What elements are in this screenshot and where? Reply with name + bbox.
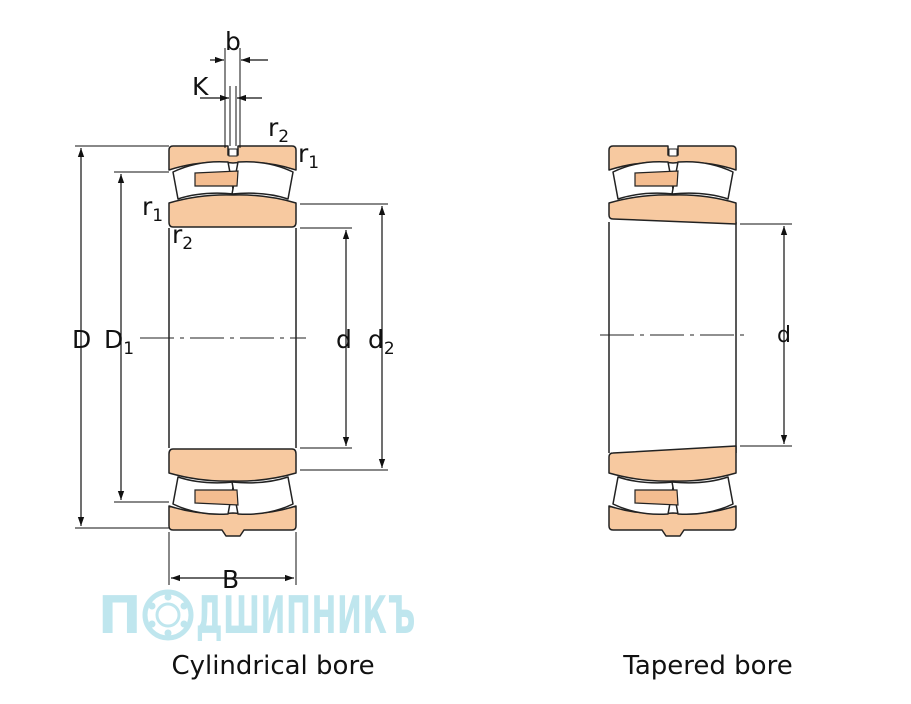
roller-right-top <box>231 160 294 200</box>
tapered-cage-top <box>634 170 679 187</box>
inner-ring-top <box>168 194 297 228</box>
tapered-cage-bottom <box>634 489 679 506</box>
roller-right-bottom <box>231 476 294 516</box>
tapered-top-section <box>608 145 737 225</box>
label-d2: d2 <box>368 325 395 359</box>
bearing-o-icon <box>142 589 194 641</box>
tapered-inner-ring-top <box>608 194 737 225</box>
label-K: K <box>192 72 209 101</box>
cage-bottom <box>194 489 239 506</box>
label-D: D <box>72 325 91 354</box>
label-r2-top: r2 <box>268 113 289 147</box>
tapered-label-d: d <box>777 323 791 348</box>
inner-ring-bottom <box>168 448 297 482</box>
label-r1-left: r1 <box>142 192 163 226</box>
tapered-roller-right-top <box>671 160 734 200</box>
top-section <box>168 145 297 228</box>
tapered-roller-right-bottom <box>671 476 734 516</box>
tapered-bearing: d <box>600 145 792 537</box>
label-r1-top: r1 <box>298 139 319 173</box>
label-B: B <box>222 565 239 594</box>
bottom-section <box>168 448 297 537</box>
tapered-inner-ring-bottom <box>608 445 737 482</box>
lubrication-hole-top <box>228 148 238 157</box>
cylindrical-bearing: b K r2 r1 r1 r2 D D1 d d2 B <box>72 27 395 594</box>
cage-top <box>194 170 239 187</box>
label-D1: D1 <box>104 325 134 359</box>
label-r2-left: r2 <box>172 220 193 254</box>
label-d: d <box>336 325 352 354</box>
caption-tapered-bore: Tapered bore <box>622 651 792 681</box>
logo-text-left: П <box>98 586 143 646</box>
logo-text-right: ДШИПНИКЪ <box>196 586 416 646</box>
caption-cylindrical-bore: Cylindrical bore <box>171 651 374 681</box>
podshipnik-logo: П ДШИПНИКЪ <box>98 586 416 646</box>
tapered-bottom-section <box>608 445 737 537</box>
tapered-lubrication-hole <box>668 148 678 157</box>
label-b: b <box>225 27 241 56</box>
